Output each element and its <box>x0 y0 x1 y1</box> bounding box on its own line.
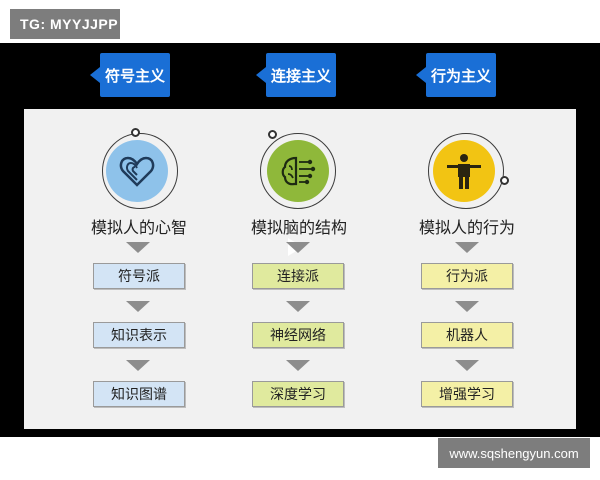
heading-behavior: 模拟人的行为 <box>418 218 515 237</box>
box-robot: 机器人 <box>421 322 513 348</box>
heading-brain-structure: 模拟脑的结构 <box>250 218 347 237</box>
heading-mind: 模拟人的心智 <box>90 218 187 237</box>
badge-connectionism: 连接主义 <box>256 53 336 97</box>
arrow-down-icon <box>286 360 310 371</box>
badge-behaviorism: 行为主义 <box>416 53 496 97</box>
box-neural-network: 神经网络 <box>252 322 344 348</box>
box-behavior-school: 行为派 <box>421 263 513 289</box>
ring-dot <box>500 176 509 185</box>
box-reinforcement-learning: 增强学习 <box>421 381 513 407</box>
arrow-down-icon <box>286 301 310 312</box>
arrow-down-icon <box>286 242 310 253</box>
icon-ring <box>102 133 178 209</box>
arrow-down-icon <box>455 242 479 253</box>
tg-tag: TG: MYYJJPP <box>10 9 120 39</box>
watermark-url: www.sqshengyun.com <box>438 438 590 468</box>
arrow-down-icon <box>126 242 150 253</box>
box-symbolic-school: 符号派 <box>93 263 185 289</box>
ring-dot <box>131 128 140 137</box>
box-knowledge-representation: 知识表示 <box>93 322 185 348</box>
brain-circuit-icon <box>267 140 329 202</box>
heart-fingerprint-icon <box>106 140 168 202</box>
person-icon <box>433 140 495 202</box>
arrow-down-icon <box>455 360 479 371</box>
icon-ring <box>428 133 504 209</box>
arrow-down-icon <box>455 301 479 312</box>
icon-ring <box>260 133 336 209</box>
box-knowledge-graph: 知识图谱 <box>93 381 185 407</box>
box-deep-learning: 深度学习 <box>252 381 344 407</box>
badge-symbolism: 符号主义 <box>90 53 170 97</box>
arrow-down-icon <box>126 360 150 371</box>
box-connection-school: 连接派 <box>252 263 344 289</box>
arrow-down-icon <box>126 301 150 312</box>
ring-dot <box>268 130 277 139</box>
